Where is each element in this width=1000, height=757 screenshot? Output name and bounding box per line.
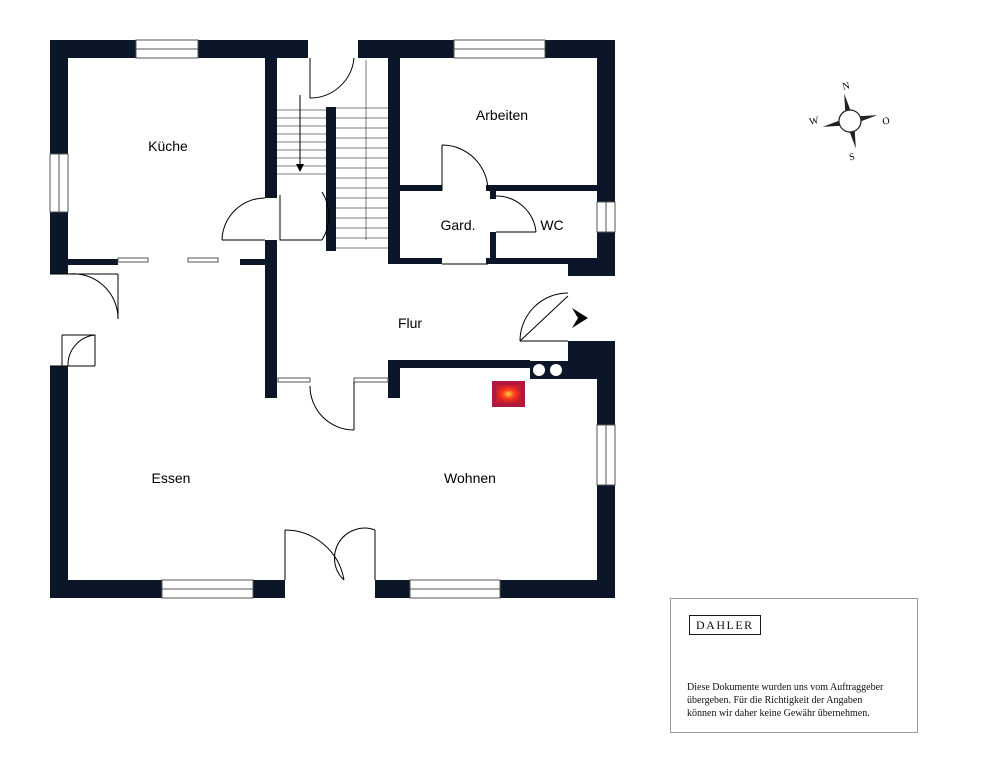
doors <box>50 57 569 581</box>
room-label-wc: WC <box>540 217 563 233</box>
room-label-wohnen: Wohnen <box>444 470 496 486</box>
chimney-circles <box>530 361 568 379</box>
disclaimer-box: DAHLER Diese Dokumente wurden uns vom Au… <box>670 598 918 733</box>
compass-rose-icon <box>822 93 878 149</box>
fireplace-icon <box>492 381 525 407</box>
interior-walls <box>68 58 597 398</box>
dahler-logo: DAHLER <box>689 615 761 635</box>
windows <box>49 39 616 599</box>
staircase <box>277 60 388 249</box>
compass-north: N <box>841 80 850 92</box>
compass-east: O <box>881 115 890 127</box>
disclaimer-line: übergeben. Für die Richtigkeit der Angab… <box>687 695 863 706</box>
disclaimer-text: Diese Dokumente wurden uns vom Auftragge… <box>687 681 911 720</box>
entrance-arrow-icon <box>572 308 588 328</box>
disclaimer-line: Diese Dokumente wurden uns vom Auftragge… <box>687 682 884 693</box>
room-label-kueche: Küche <box>148 138 188 154</box>
room-label-essen: Essen <box>152 470 191 486</box>
disclaimer-line: können wir daher keine Gewähr übernehmen… <box>687 708 870 719</box>
room-label-flur: Flur <box>398 315 422 331</box>
room-label-arbeiten: Arbeiten <box>476 107 528 123</box>
compass-west: W <box>808 115 820 128</box>
room-label-garderobe: Gard. <box>440 217 475 233</box>
compass-south: S <box>848 152 856 164</box>
stair-arrow-icon <box>296 164 304 172</box>
exterior-walls <box>50 40 615 598</box>
